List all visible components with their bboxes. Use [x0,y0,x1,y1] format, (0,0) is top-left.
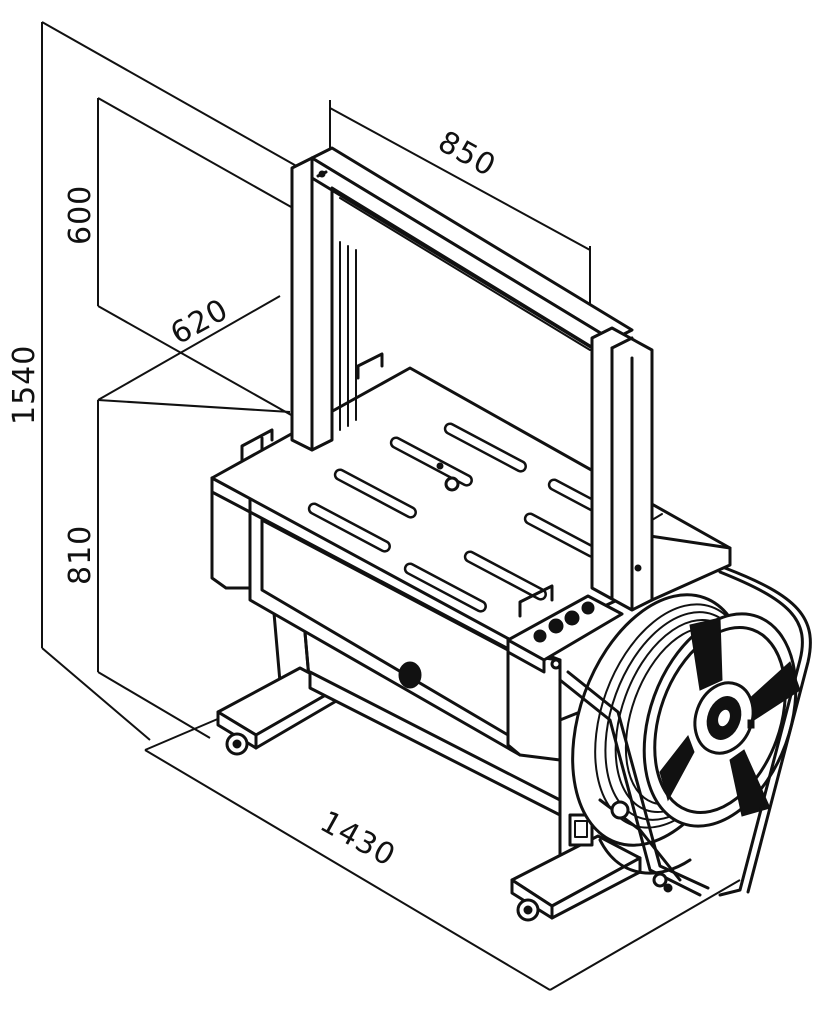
reel-stand [558,566,812,897]
strap-reel [571,593,801,847]
table-handles [240,352,554,618]
dim-label-1540: 1540 [7,345,42,425]
machine-base [216,573,642,922]
dim-label-620: 620 [165,292,235,352]
strapping-arch [290,146,663,612]
table-slots [307,422,605,613]
control-button-3 [564,610,580,626]
control-button-2 [548,618,564,634]
dim-label-1430: 1430 [314,804,401,874]
control-panel [506,594,624,674]
control-button-1 [533,629,547,643]
dim-label-600: 600 [63,185,98,245]
dim-label-850: 850 [432,124,502,184]
dimension-lines [41,21,741,991]
control-button-4 [581,601,595,615]
dim-label-810: 810 [63,525,98,585]
